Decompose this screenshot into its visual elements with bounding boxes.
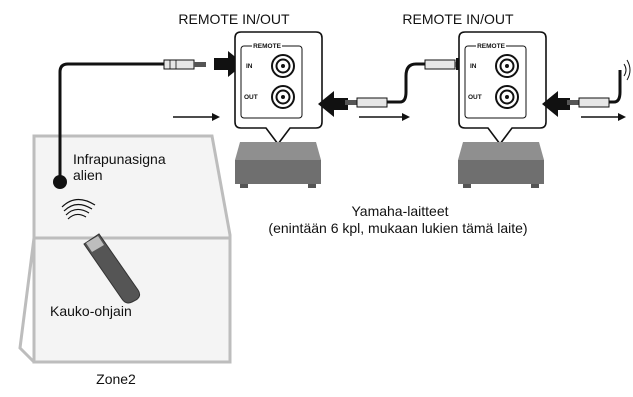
plug-device1-out xyxy=(345,97,388,108)
yamaha-device-1 xyxy=(235,142,321,188)
device2-remote-label: REMOTE xyxy=(477,43,505,50)
ir-receiver-label-line2: alien xyxy=(73,167,103,183)
ir-receiver-label-line1: Infrapunasigna xyxy=(73,151,166,167)
arrow-from-device1-out xyxy=(318,91,348,117)
device1-header: REMOTE IN/OUT xyxy=(178,11,290,27)
device1-in-jack xyxy=(271,54,295,78)
ir-receiver-dot xyxy=(53,175,67,189)
ir-receiver-cable xyxy=(58,62,165,180)
arrow-to-device1-in xyxy=(214,51,244,77)
device-2-panel: REMOTE IN OUT xyxy=(458,31,547,146)
device2-in-label: IN xyxy=(470,63,477,70)
cable-device1-to-device2 xyxy=(387,62,430,104)
devices-caption-line1: Yamaha-laitteet xyxy=(351,203,448,219)
cable-continues-icon xyxy=(623,59,631,81)
arrow-from-device2-out xyxy=(542,91,570,117)
plug-ir-to-device1-in xyxy=(163,59,206,70)
remote-signal-waves-icon xyxy=(61,198,96,220)
device2-header: REMOTE IN/OUT xyxy=(402,11,514,27)
device1-out-label: OUT xyxy=(244,94,258,101)
devices-caption-line2: (enintään 6 kpl, mukaan lukien tämä lait… xyxy=(268,220,527,236)
device1-remote-label: REMOTE xyxy=(253,43,281,50)
device2-out-label: OUT xyxy=(468,94,482,101)
cable-device2-onward xyxy=(609,70,622,104)
signal-flow-arrows xyxy=(173,113,626,121)
device-1-panel: REMOTE IN OUT xyxy=(234,31,323,146)
yamaha-device-2 xyxy=(458,142,544,188)
zone-label: Zone2 xyxy=(96,371,136,387)
device2-in-jack xyxy=(495,54,519,78)
zone2-room xyxy=(18,134,232,364)
device1-in-label: IN xyxy=(246,63,253,70)
plug-device2-out xyxy=(567,97,610,108)
remote-control-icon xyxy=(83,233,141,304)
device1-out-jack xyxy=(271,85,295,109)
device2-out-jack xyxy=(495,85,519,109)
remote-label: Kauko-ohjain xyxy=(50,303,132,319)
